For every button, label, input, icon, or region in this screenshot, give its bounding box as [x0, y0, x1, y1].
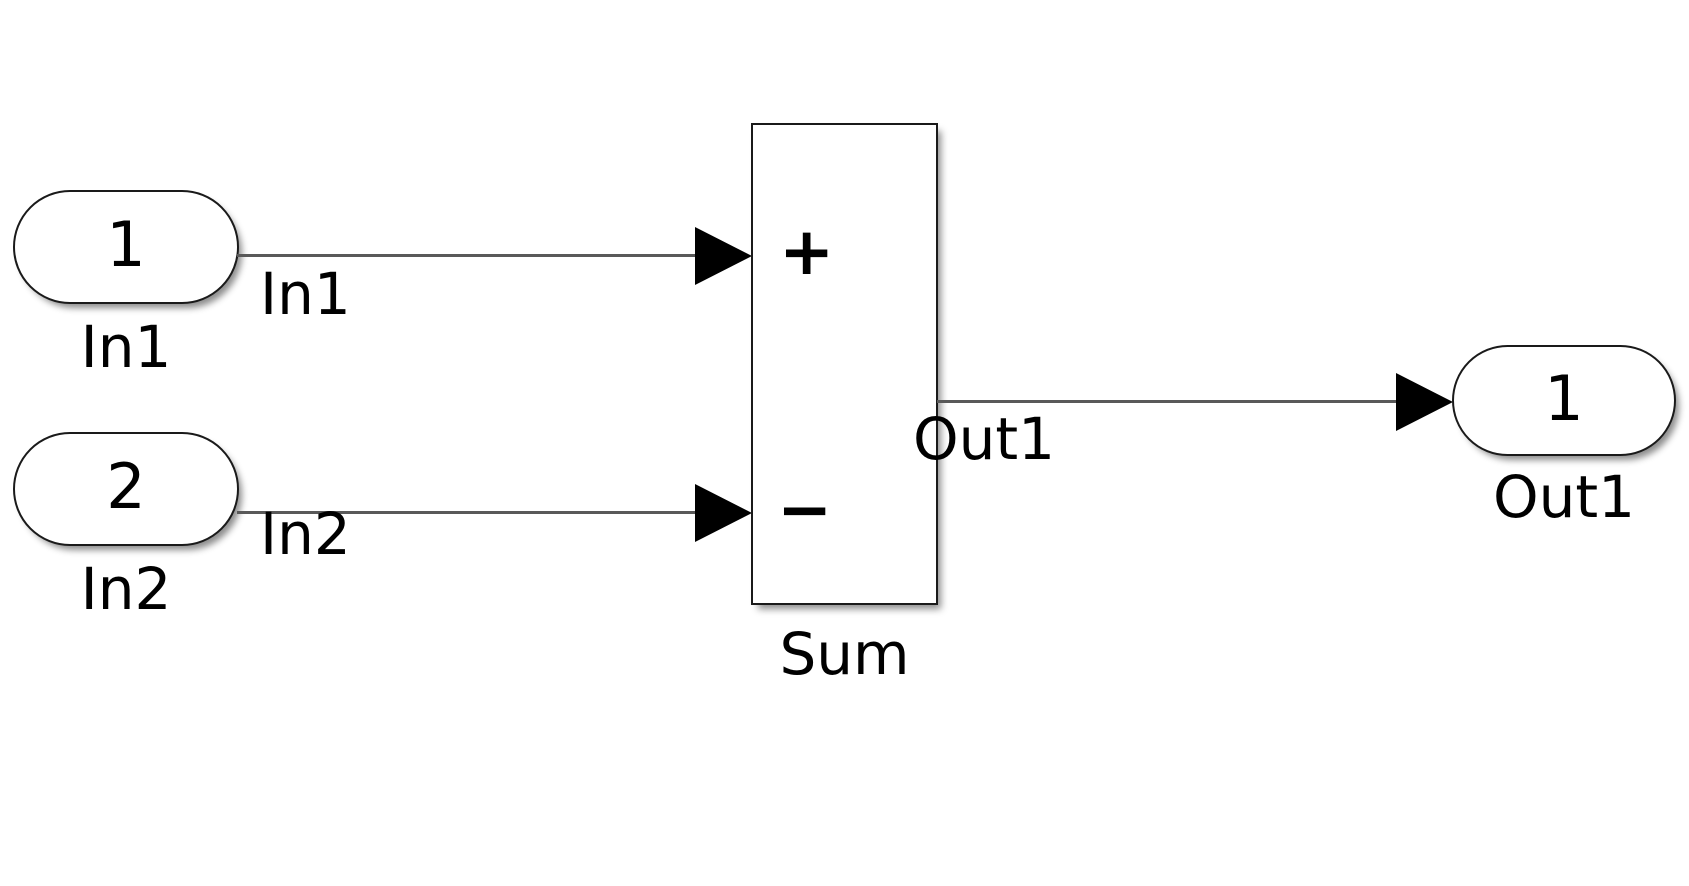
signal-label-in1: In1: [260, 260, 351, 328]
block-label-sum: Sum: [779, 620, 910, 688]
outport-value-out1: 1: [1544, 361, 1584, 435]
signal-arrowhead-in2: [695, 484, 752, 542]
sum-sign-minus: −: [777, 471, 833, 548]
block-label-in1: In1: [80, 313, 172, 381]
signal-arrowhead-in1: [695, 227, 752, 285]
block-label-in2: In2: [80, 555, 172, 623]
signal-wire-in1[interactable]: [237, 254, 696, 257]
signal-label-out1: Out1: [913, 405, 1056, 473]
inport-block-in1[interactable]: 1: [13, 190, 239, 304]
inport-value-in1: 1: [106, 208, 146, 281]
inport-value-in2: 2: [106, 450, 146, 523]
signal-wire-out1[interactable]: [937, 400, 1402, 403]
signal-arrowhead-out1: [1396, 373, 1453, 431]
signal-wire-in2[interactable]: [237, 511, 696, 514]
sum-sign-plus: +: [779, 213, 835, 290]
outport-block-out1[interactable]: 1: [1452, 345, 1676, 456]
sum-block[interactable]: + −: [751, 123, 938, 605]
block-label-out1: Out1: [1492, 463, 1636, 531]
inport-block-in2[interactable]: 2: [13, 432, 239, 546]
signal-label-in2: In2: [260, 500, 351, 568]
